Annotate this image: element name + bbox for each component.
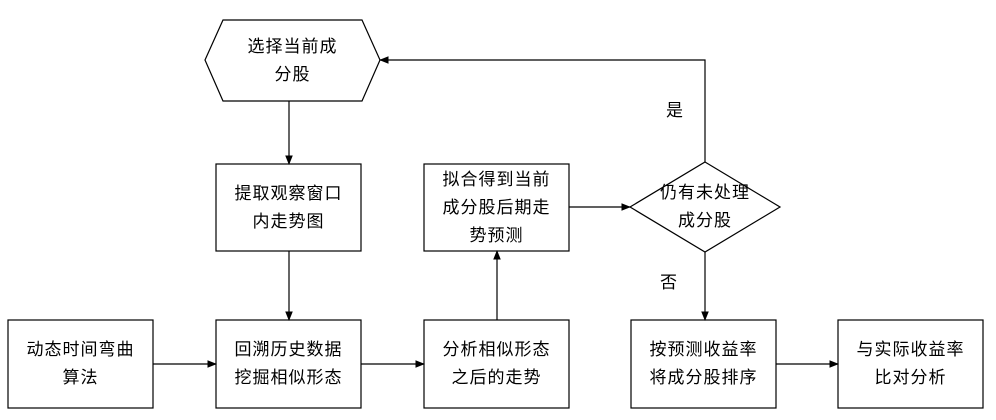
- dtw-box: [7, 319, 154, 409]
- analyze-trend-line-2: 之后的走势: [451, 368, 542, 388]
- still-unprocessed-label: 仍有未处理 成分股: [640, 170, 770, 244]
- sort-by-return-line-2: 将成分股排序: [649, 368, 758, 388]
- analyze-trend-label: 分析相似形态 之后的走势: [424, 320, 569, 408]
- backtrack-mining-label: 回溯历史数据 挖掘相似形态: [216, 320, 361, 408]
- compare-actual-line-1: 与实际收益率: [856, 340, 965, 360]
- analyze-trend-box: [423, 319, 570, 409]
- select-stock-label: 选择当前成 分股: [205, 20, 380, 101]
- dtw-line-1: 动态时间弯曲: [26, 340, 135, 360]
- analyze-trend-line-1: 分析相似形态: [442, 340, 551, 360]
- backtrack-mining-line-2: 挖掘相似形态: [234, 368, 343, 388]
- still-unprocessed-line-1: 仍有未处理: [660, 183, 750, 203]
- edge-decision-yes-loop: [379, 56, 706, 162]
- backtrack-mining-box: [215, 319, 362, 409]
- edge-label-yes: 是: [666, 101, 683, 121]
- sort-by-return-line-1: 按预测收益率: [649, 340, 758, 360]
- select-stock-line-1: 选择当前成: [247, 36, 338, 57]
- fit-forecast-line-2: 成分股后期走: [442, 197, 551, 218]
- fit-forecast-label: 拟合得到当前 成分股后期走 势预测: [424, 164, 569, 251]
- extract-window-line-1: 提取观察窗口: [234, 183, 343, 204]
- dtw-line-2: 算法: [62, 368, 99, 388]
- still-unprocessed-line-2: 成分股: [678, 211, 732, 231]
- edge-label-no: 否: [660, 273, 677, 293]
- extract-window-label: 提取观察窗口 内走势图: [216, 164, 361, 251]
- fit-forecast-box: [423, 163, 570, 252]
- fit-forecast-line-3: 势预测: [469, 225, 524, 246]
- dtw-label: 动态时间弯曲 算法: [8, 320, 153, 408]
- compare-actual-box: [837, 319, 984, 409]
- compare-actual-label: 与实际收益率 比对分析: [838, 320, 983, 408]
- fit-forecast-line-1: 拟合得到当前: [442, 169, 551, 190]
- select-stock-hexagon: [204, 19, 381, 102]
- sort-by-return-label: 按预测收益率 将成分股排序: [631, 320, 776, 408]
- select-stock-line-2: 分股: [274, 64, 311, 85]
- backtrack-mining-line-1: 回溯历史数据: [234, 340, 343, 360]
- extract-window-box: [215, 163, 362, 252]
- compare-actual-line-2: 比对分析: [874, 368, 947, 388]
- extract-window-line-2: 内走势图: [252, 211, 325, 232]
